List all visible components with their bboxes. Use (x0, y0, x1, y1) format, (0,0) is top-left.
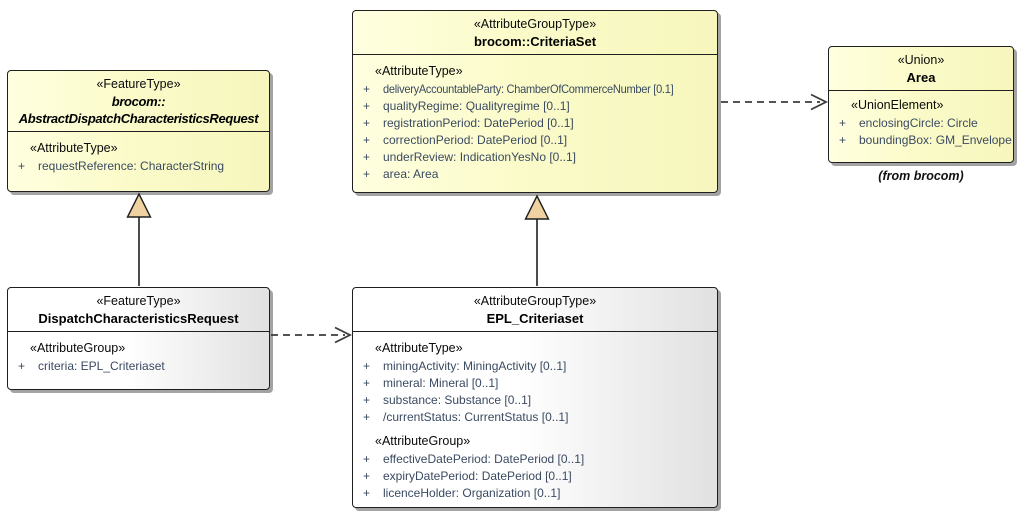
stereotype-label: «AttributeGroupType» (473, 294, 597, 308)
attribute-text: criteria: EPL_Criteriaset (38, 359, 165, 373)
class-box-criteriaset: «AttributeGroupType» brocom::CriteriaSet… (352, 10, 718, 193)
class-name: Area (906, 70, 936, 85)
visibility-sign: + (363, 99, 371, 113)
class-title: «AttributeGroupType» EPL_Criteriaset (353, 288, 717, 332)
class-title: «AttributeGroupType» brocom::CriteriaSet (353, 11, 717, 55)
generalization-arrow-dispatch-to-abstract (126, 192, 152, 286)
attributes-compartment: «AttributeType» + deliveryAccountablePar… (353, 55, 717, 187)
attribute-row: + criteria: EPL_Criteriaset (16, 358, 263, 375)
class-name: DispatchCharacteristicsRequest (38, 311, 239, 326)
visibility-sign: + (363, 410, 371, 424)
visibility-sign: + (363, 116, 371, 130)
class-name: brocom::CriteriaSet (473, 34, 597, 49)
attribute-text: miningActivity: MiningActivity [0..1] (383, 359, 567, 373)
visibility-sign: + (363, 376, 371, 390)
class-box-abstractdispatchcharacteristicsrequest: «FeatureType» brocom:: AbstractDispatchC… (7, 70, 270, 192)
attribute-text: enclosingCircle: Circle (859, 116, 978, 130)
generalization-triangle-icon (524, 194, 550, 220)
attribute-row: + substance: Substance [0..1] (361, 392, 711, 409)
attribute-row: + correctionPeriod: DatePeriod [0..1] (361, 132, 711, 149)
attribute-group-header: «AttributeGroup» (30, 341, 126, 355)
attribute-text: effectiveDatePeriod: DatePeriod [0..1] (383, 452, 585, 466)
attribute-row: + qualityRegime: Qualityregime [0..1] (361, 98, 711, 115)
attribute-text: licenceHolder: Organization [0..1] (383, 486, 561, 500)
attribute-text: qualityRegime: Qualityregime [0..1] (383, 99, 570, 113)
attributes-compartment: «AttributeType» + requestReference: Char… (8, 132, 269, 179)
attribute-group-header: «AttributeGroup» (375, 434, 471, 448)
class-name-qualifier: brocom:: (111, 94, 166, 109)
attribute-row: + deliveryAccountableParty: ChamberOfCom… (361, 81, 711, 98)
stereotype-label: «AttributeGroupType» (473, 17, 597, 31)
attribute-row: + expiryDatePeriod: DatePeriod [0..1] (361, 468, 711, 485)
class-box-dispatchcharacteristicsrequest: «FeatureType» DispatchCharacteristicsReq… (7, 287, 270, 390)
visibility-sign: + (363, 167, 371, 181)
from-package-note: (from brocom) (878, 169, 964, 183)
visibility-sign: + (18, 359, 26, 373)
visibility-sign: + (363, 486, 371, 500)
open-arrowhead-icon (810, 93, 829, 111)
visibility-sign: + (363, 393, 371, 407)
visibility-sign: + (363, 133, 371, 147)
attribute-type-header: «AttributeType» (30, 141, 118, 155)
attribute-text: requestReference: CharacterString (38, 159, 225, 173)
dependency-arrow-criteriaset-to-area (721, 93, 829, 111)
attribute-text: area: Area (383, 167, 439, 181)
visibility-sign: + (363, 359, 371, 373)
attribute-text: underReview: IndicationYesNo [0..1] (383, 150, 577, 164)
attribute-row: + boundingBox: GM_Envelope (837, 132, 1012, 149)
class-box-epl-criteriaset: «AttributeGroupType» EPL_Criteriaset «At… (352, 287, 718, 508)
visibility-sign: + (839, 116, 847, 130)
attribute-text: correctionPeriod: DatePeriod [0..1] (383, 133, 568, 147)
attribute-text: boundingBox: GM_Envelope (859, 133, 1012, 147)
attribute-text: mineral: Mineral [0..1] (383, 376, 499, 390)
attribute-row: + registrationPeriod: DatePeriod [0..1] (361, 115, 711, 132)
class-title: «FeatureType» brocom:: AbstractDispatchC… (8, 71, 269, 132)
attribute-text: expiryDatePeriod: DatePeriod [0..1] (383, 469, 572, 483)
attribute-row: + enclosingCircle: Circle (837, 115, 1007, 132)
attribute-row: + miningActivity: MiningActivity [0..1] (361, 358, 711, 375)
visibility-sign: + (363, 82, 371, 96)
union-element-header: «UnionElement» (851, 98, 944, 112)
visibility-sign: + (363, 469, 371, 483)
stereotype-label: «FeatureType» (96, 294, 181, 308)
attribute-text: registrationPeriod: DatePeriod [0..1] (383, 116, 574, 130)
attribute-row: + licenceHolder: Organization [0..1] (361, 485, 711, 502)
class-title: «Union» Area (829, 47, 1013, 91)
visibility-sign: + (839, 133, 847, 147)
attribute-text: /currentStatus: CurrentStatus [0..1] (383, 410, 569, 424)
generalization-arrow-epl-to-criteriaset (524, 194, 550, 286)
attribute-text: deliveryAccountableParty: ChamberOfComme… (383, 82, 674, 96)
attribute-row: + underReview: IndicationYesNo [0..1] (361, 149, 711, 166)
dependency-arrow-dispatch-to-epl (271, 326, 353, 344)
attribute-row: + area: Area (361, 166, 711, 183)
class-box-area: «Union» Area «UnionElement» + enclosingC… (828, 46, 1014, 163)
attribute-type-header: «AttributeType» (375, 64, 463, 78)
attribute-row: + effectiveDatePeriod: DatePeriod [0..1] (361, 451, 711, 468)
open-arrowhead-icon (334, 326, 353, 344)
attribute-text: substance: Substance [0..1] (383, 393, 532, 407)
visibility-sign: + (363, 452, 371, 466)
attributes-compartment: «AttributeGroup» + criteria: EPL_Criteri… (8, 332, 269, 379)
visibility-sign: + (363, 150, 371, 164)
stereotype-label: «Union» (897, 53, 945, 67)
visibility-sign: + (18, 159, 26, 173)
attribute-row: + /currentStatus: CurrentStatus [0..1] (361, 409, 711, 426)
attribute-row: + requestReference: CharacterString (16, 158, 263, 175)
class-title: «FeatureType» DispatchCharacteristicsReq… (8, 288, 269, 332)
class-name: EPL_Criteriaset (486, 311, 584, 326)
class-name: AbstractDispatchCharacteristicsRequest (18, 111, 259, 126)
attribute-row: + mineral: Mineral [0..1] (361, 375, 711, 392)
stereotype-label: «FeatureType» (96, 77, 181, 91)
attributes-compartment: «UnionElement» + enclosingCircle: Circle… (829, 91, 1013, 153)
attributes-compartment: «AttributeType» + miningActivity: Mining… (353, 332, 717, 506)
attribute-type-header: «AttributeType» (375, 341, 463, 355)
generalization-triangle-icon (126, 192, 152, 218)
